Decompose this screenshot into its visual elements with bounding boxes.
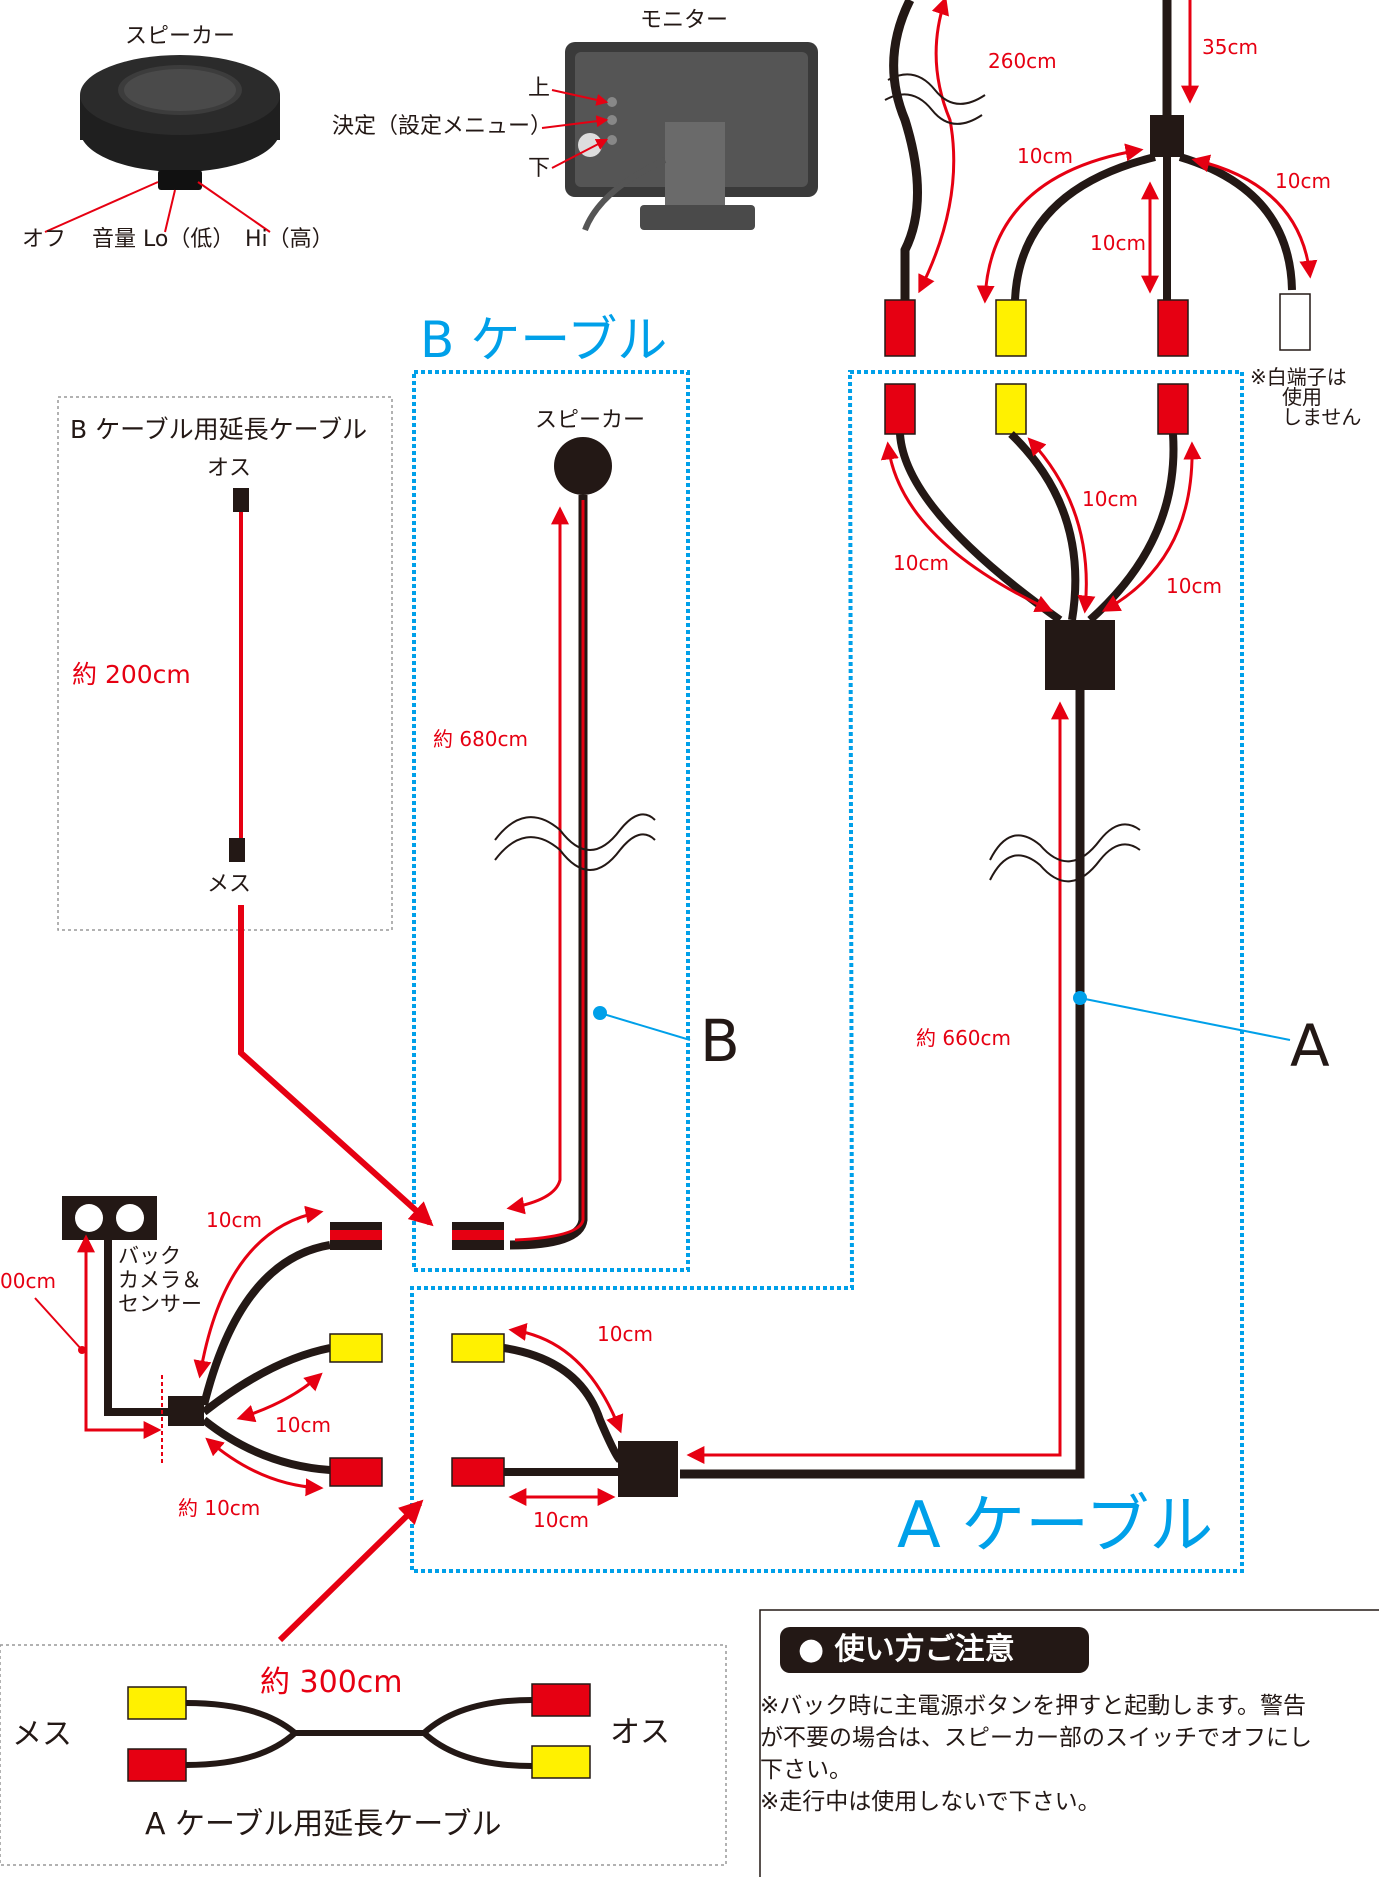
notes-body: ※バック時に主電源ボタンを押すと起動します。警告 が不要の場合は、スピーカー部の… bbox=[760, 1690, 1379, 1818]
b-cable-frame bbox=[412, 370, 690, 1272]
a-length-label: 約 660cm bbox=[916, 1026, 1012, 1050]
white-note-line2: 使用 bbox=[1282, 385, 1322, 409]
b-cable-wiring bbox=[452, 437, 691, 1250]
len-35-label: 35cm bbox=[1202, 35, 1258, 59]
a-len-10d: 10cm bbox=[597, 1322, 653, 1346]
top-harness bbox=[884, 0, 1318, 357]
speaker-off-label: オフ bbox=[22, 227, 67, 252]
monitor-photo-title: モニター bbox=[640, 8, 729, 33]
top-len-10a: 10cm bbox=[1017, 144, 1073, 168]
a-ext-frame bbox=[0, 1644, 727, 1866]
notes-line: ※走行中は使用しないで下さい。 bbox=[760, 1789, 1101, 1815]
a-ext-cable bbox=[127, 1683, 591, 1782]
a-cable-frame bbox=[410, 370, 1244, 1573]
a-ext-female: メス bbox=[12, 1717, 72, 1752]
camera-len-10b: 10cm bbox=[275, 1413, 331, 1437]
top-len-10c: 10cm bbox=[1275, 169, 1331, 193]
a-letter: A bbox=[1290, 1012, 1330, 1080]
a-ext-length: 約 300cm bbox=[260, 1665, 403, 1700]
a-ext-male: オス bbox=[610, 1715, 670, 1750]
b-ext-title: B ケーブル用延長ケーブル bbox=[70, 415, 368, 444]
monitor-up-label: 上 bbox=[528, 76, 551, 101]
a-len-10a: 10cm bbox=[1082, 487, 1138, 511]
camera-len-10a: 10cm bbox=[206, 1208, 262, 1232]
top-len-10b: 10cm bbox=[1090, 231, 1146, 255]
camera-harness bbox=[34, 1196, 383, 1497]
a-cable-lower bbox=[277, 1323, 678, 1643]
b-ext-male: オス bbox=[207, 456, 252, 481]
camera-label-3: センサー bbox=[118, 1292, 202, 1316]
a-len-10b: 10cm bbox=[893, 551, 949, 575]
a-len-10c: 10cm bbox=[1166, 574, 1222, 598]
white-note-line1: ※白端子は bbox=[1250, 365, 1347, 389]
b-speaker-label: スピーカー bbox=[535, 408, 646, 433]
notes-line: が不要の場合は、スピーカー部のスイッチでオフにし bbox=[760, 1725, 1312, 1751]
b-length-label: 約 680cm bbox=[433, 727, 529, 751]
camera-len-10c: 約 10cm bbox=[178, 1496, 261, 1520]
monitor-enter-label: 決定（設定メニュー） bbox=[332, 114, 553, 139]
speaker-photo-title: スピーカー bbox=[125, 24, 236, 49]
b-ext-cable bbox=[229, 488, 434, 1227]
speaker-hi-label: Hi（高） bbox=[245, 227, 334, 252]
a-cable-title: A ケーブル bbox=[897, 1489, 1214, 1563]
monitor-photo bbox=[541, 42, 818, 232]
a-cable-upper bbox=[680, 383, 1291, 1479]
camera-label-2: カメラ＆ bbox=[118, 1268, 202, 1292]
b-ext-frame bbox=[57, 396, 393, 931]
monitor-down-label: 下 bbox=[528, 156, 551, 181]
b-ext-length: 約 200cm bbox=[72, 660, 191, 689]
a-ext-title: A ケーブル用延長ケーブル bbox=[145, 1807, 502, 1842]
white-note-line3: しません bbox=[1282, 405, 1362, 429]
camera-label-1: バック bbox=[118, 1244, 181, 1268]
notes-frame bbox=[759, 1609, 1379, 1877]
notes-line: 下さい。 bbox=[760, 1757, 852, 1783]
b-ext-female: メス bbox=[207, 872, 252, 897]
speaker-photo bbox=[44, 55, 280, 233]
a-len-10e: 10cm bbox=[533, 1508, 589, 1532]
notes-line: ※バック時に主電源ボタンを押すと起動します。警告 bbox=[760, 1693, 1306, 1719]
len-260-label: 260cm bbox=[988, 49, 1057, 73]
notes-heading: ● 使い方ご注意 bbox=[780, 1627, 1089, 1673]
camera-len-00: 00cm bbox=[0, 1269, 56, 1293]
b-cable-title: B ケーブル bbox=[420, 311, 668, 369]
speaker-volume-label: 音量 Lo（低） bbox=[92, 227, 235, 252]
b-letter: B bbox=[700, 1007, 740, 1075]
